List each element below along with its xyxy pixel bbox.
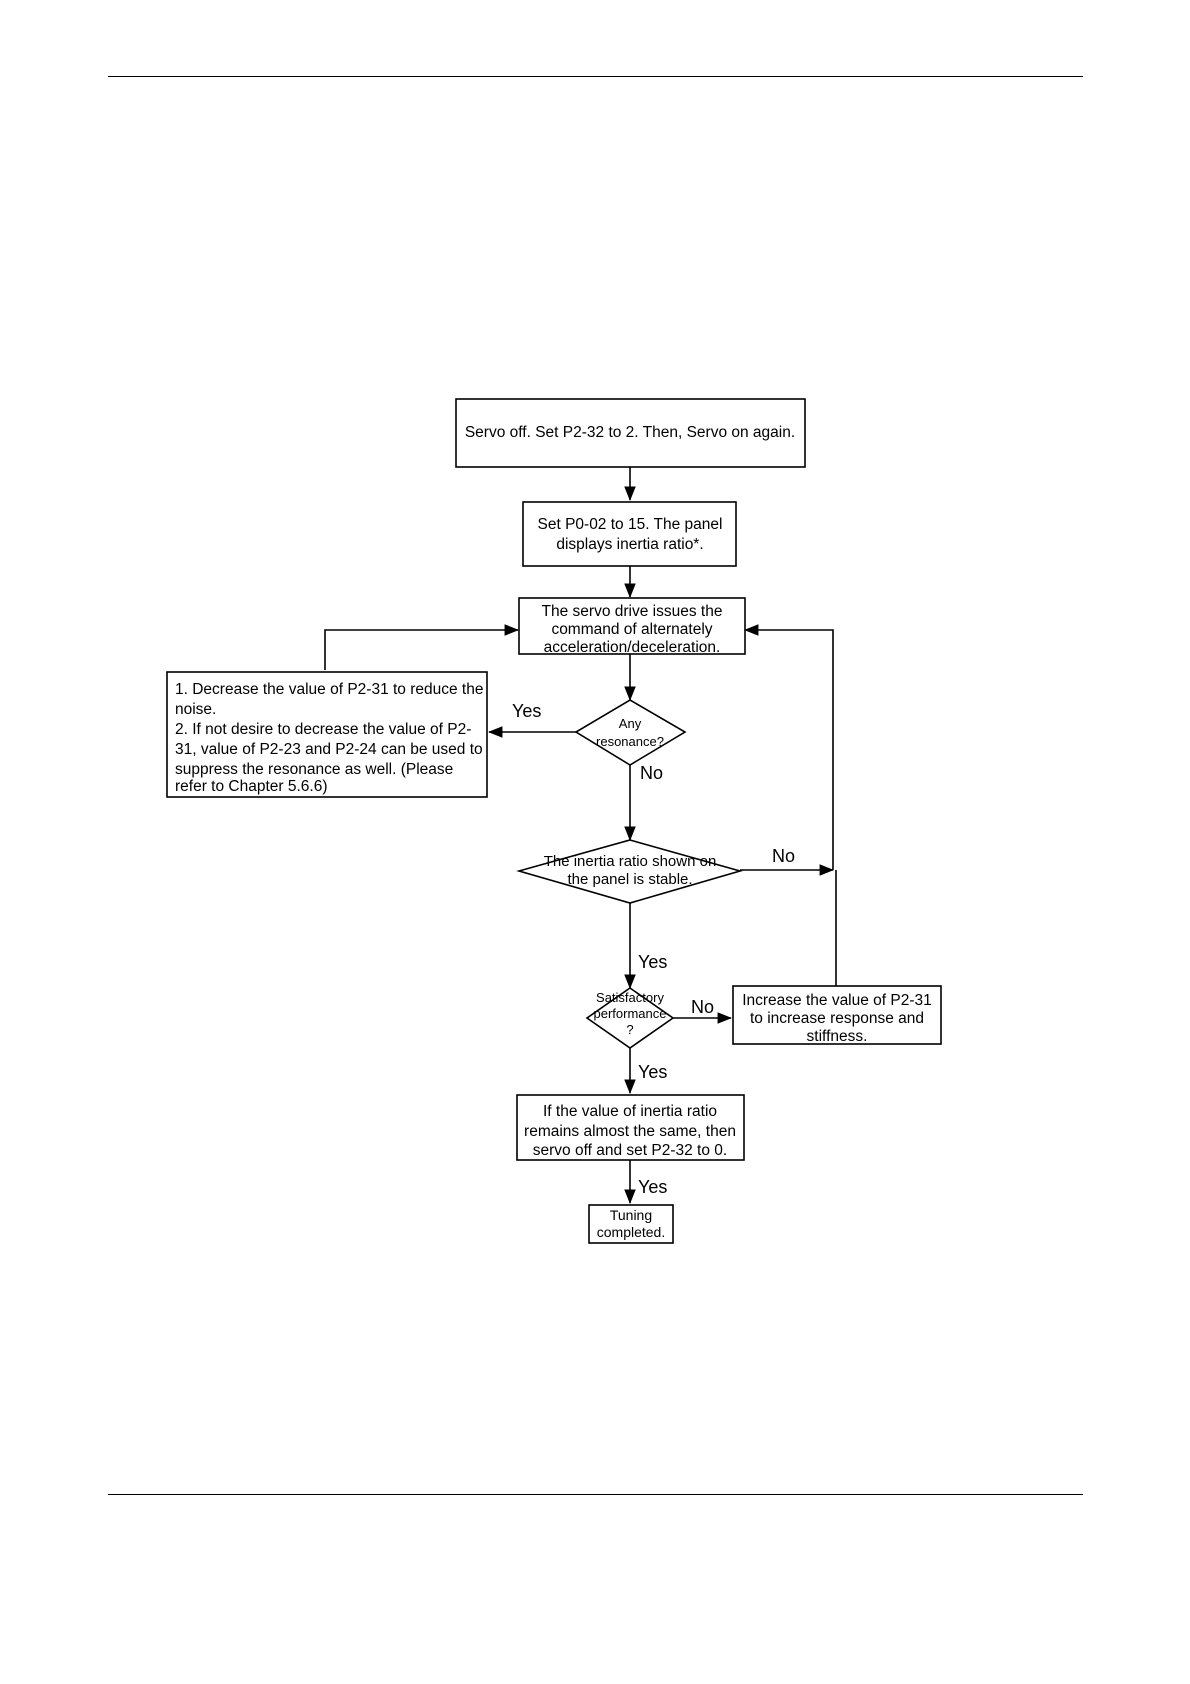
node-finalize-line-3: servo off and set P2-32 to 0. xyxy=(533,1142,727,1159)
edge-label-resonance-no: No xyxy=(640,763,663,783)
node-resonance-decision-diamond xyxy=(574,699,687,766)
node-start-box xyxy=(455,398,806,468)
edge-label-inertia-no: No xyxy=(772,846,795,866)
node-resonance-action-box xyxy=(166,671,488,798)
node-tuning-completed-box xyxy=(588,1204,674,1244)
node-satisfactory-text-line-3: ? xyxy=(626,1022,633,1037)
node-increase-p231-line-2: to increase response and xyxy=(750,1010,924,1027)
edge-label-finalize-yes: Yes xyxy=(638,1177,667,1197)
node-resonance-action-line-6: refer to Chapter 5.6.6) xyxy=(175,778,328,795)
header-rule xyxy=(108,76,1083,77)
node-increase-p231-line-1: Increase the value of P2-31 xyxy=(742,992,932,1009)
node-finalize-line-1: If the value of inertia ratio xyxy=(543,1103,717,1120)
node-setp002-text-line-2: displays inertia ratio*. xyxy=(556,536,703,553)
node-finalize-line-2: remains almost the same, then xyxy=(524,1123,736,1140)
node-resonance-action-line-2: noise. xyxy=(175,701,216,718)
node-increase-p231-box xyxy=(732,985,942,1045)
edge-label-satisfactory-no: No xyxy=(691,997,714,1017)
node-satisfactory-text-line-2: performance xyxy=(594,1006,667,1021)
node-resonance-decision-text-line-2: resonance? xyxy=(596,734,664,749)
node-resonance-action-line-3: 2. If not desire to decrease the value o… xyxy=(175,721,471,738)
node-tuning-completed-line-1: Tuning xyxy=(610,1207,652,1223)
node-inertia-stable-text-line-1: The inertia ratio shown on xyxy=(544,853,717,870)
node-satisfactory-text-line-1: Satisfactory xyxy=(596,990,664,1005)
node-tuning-completed-line-2: completed. xyxy=(597,1224,665,1240)
node-increase-p231-line-3: stiffness. xyxy=(807,1028,868,1045)
node-resonance-action-line-4: 31, value of P2-23 and P2-24 can be used… xyxy=(175,741,483,758)
node-satisfactory-diamond xyxy=(585,987,675,1049)
edge-label-resonance-yes: Yes xyxy=(512,701,541,721)
edge-label-satisfactory-yes: Yes xyxy=(638,1062,667,1082)
node-finalize-box xyxy=(516,1094,745,1161)
node-issue-command-text-line-3: acceleration/deceleration. xyxy=(544,639,721,656)
connector-inertia-no-loopback xyxy=(744,624,834,870)
node-inertia-stable-text-line-2: the panel is stable. xyxy=(567,871,692,888)
node-resonance-decision-text-line-1: Any xyxy=(619,716,642,731)
node-inertia-stable-diamond xyxy=(516,839,743,904)
node-issue-command-box xyxy=(518,597,746,655)
node-resonance-action-line-1: 1. Decrease the value of P2-31 to reduce… xyxy=(175,681,483,698)
node-start-text-line-1: Servo off. Set P2-32 to 2. Then, Servo o… xyxy=(465,424,795,441)
node-issue-command-text-line-2: command of alternately xyxy=(551,621,712,638)
connector-note-loopback xyxy=(324,624,519,670)
node-issue-command-text-line-1: The servo drive issues the xyxy=(542,603,723,620)
node-resonance-action-line-5: suppress the resonance as well. (Please xyxy=(175,761,453,778)
node-setp002-text-line-1: Set P0-02 to 15. The panel xyxy=(538,516,723,533)
footer-rule xyxy=(108,1494,1083,1495)
node-setp002-box xyxy=(522,501,737,567)
edge-label-inertia-yes: Yes xyxy=(638,952,667,972)
